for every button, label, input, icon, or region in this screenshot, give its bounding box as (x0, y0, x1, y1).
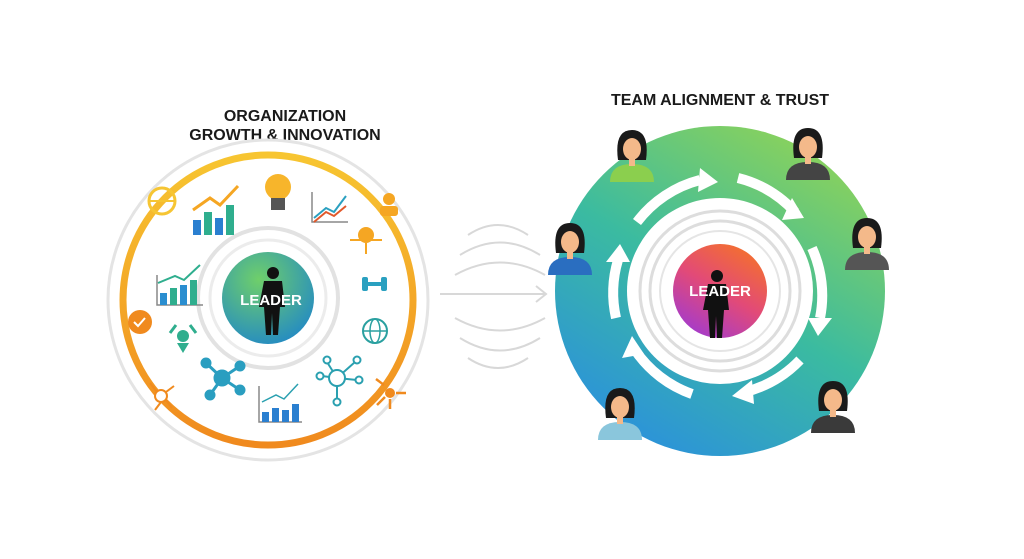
network-icon (149, 382, 175, 411)
right-diagram: TEAM ALIGNMENT & TRUST LEADER (548, 92, 889, 456)
badge-icon (128, 310, 152, 334)
leader-label-left: LEADER (240, 292, 302, 309)
left-title-line1: ORGANIZATION (224, 108, 346, 125)
pin-icon (350, 227, 382, 254)
line-chart-icon (311, 192, 348, 223)
arrow-heads (606, 168, 832, 404)
bar-chart-growth-icon (192, 184, 240, 235)
globe-icon (362, 318, 388, 344)
outer-grey-ring (106, 138, 430, 462)
globe-icon (147, 186, 177, 216)
leader-label-right: LEADER (689, 283, 751, 300)
network-icon (200, 357, 246, 401)
arrow-right-icon (535, 285, 548, 303)
bar-chart-icon (156, 264, 203, 306)
left-diagram: ORGANIZATION GROWTH & INNOVATION LEADER (106, 108, 430, 462)
person-icon (380, 193, 398, 216)
network-icon (315, 355, 364, 407)
right-title: TEAM ALIGNMENT & TRUST (611, 92, 829, 109)
inner-ring (196, 226, 340, 370)
lightbulb-icon (265, 174, 291, 210)
dumbbell-icon (362, 277, 387, 291)
orange-ring (119, 151, 417, 449)
connector (440, 224, 548, 369)
bar-chart-icon (258, 383, 302, 423)
distribution-icon (375, 378, 406, 409)
left-title-line2: GROWTH & INNOVATION (189, 127, 380, 144)
org-icon (168, 324, 198, 353)
